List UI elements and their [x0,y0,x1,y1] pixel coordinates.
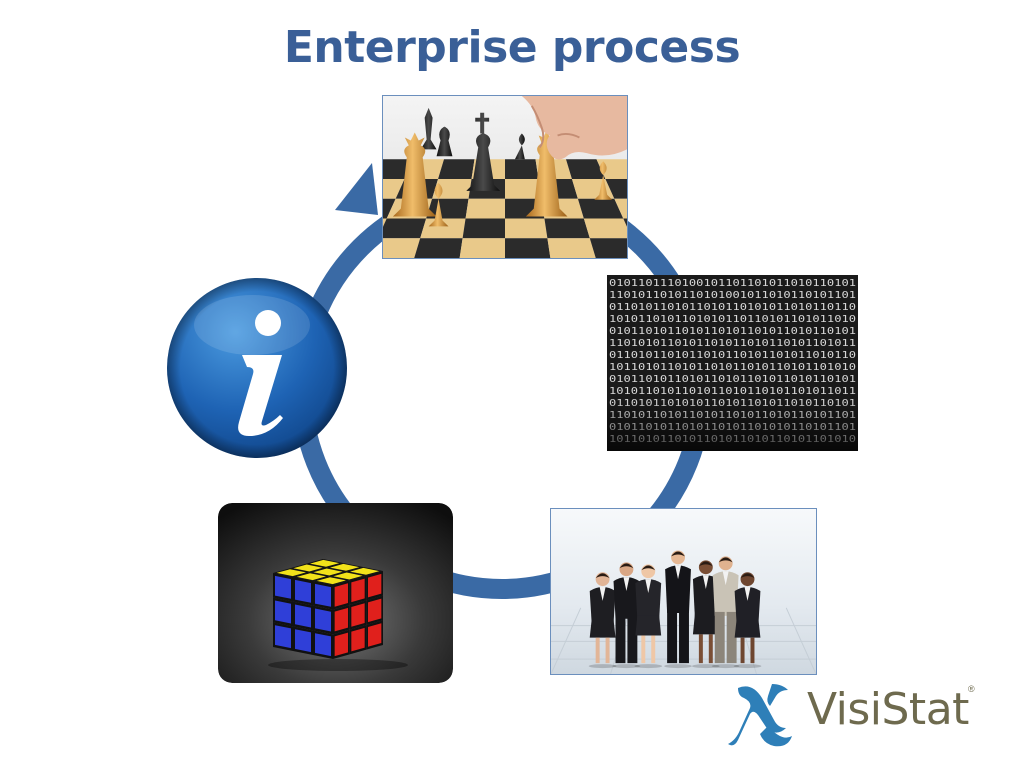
chess-square [505,178,542,199]
cube-sticker-blue [295,604,311,628]
cube-sticker-yellow [333,572,363,580]
chess-square [505,159,539,179]
team-member [733,572,762,669]
hand [521,96,627,160]
chess-square [383,198,396,219]
chess-square [420,218,466,239]
team-member [612,562,641,669]
cube-sticker-red [368,623,382,647]
team-member [664,550,692,669]
cube-sticker-yellow [316,577,346,585]
team-member [691,560,720,669]
cube-sticker-red [334,607,348,632]
cube-sticker-blue [275,625,291,649]
chess-square [614,198,627,219]
cube-sticker-blue [295,579,311,603]
cube-sticker-yellow [293,564,323,572]
cube-sticker-blue [315,633,331,657]
cube-shadow [268,659,408,671]
cube-sticker-red [334,632,348,657]
black-pieces [420,107,525,191]
brand-logo: VisiStat ® [728,680,978,756]
registered-mark: ® [968,684,975,694]
chess-square [623,218,627,227]
cube-sticker-yellow [310,559,340,567]
chess-square [566,159,606,179]
chess-square [383,178,405,199]
cube-sticker-red [351,627,365,652]
chess-square [505,238,551,258]
chess-square [383,218,387,227]
cube-sticker-yellow [296,573,326,581]
cube-sticker-yellow [276,569,306,577]
cube-sticker-red [368,573,382,598]
cube-sticker-blue [275,575,291,599]
chess-square [589,238,627,258]
wooden-pieces [392,129,613,227]
team-people [588,550,762,669]
cube-sticker-yellow [330,563,360,571]
team-member [588,572,617,669]
cube-sticker-blue [275,600,291,624]
chess-square [414,238,463,258]
chess-square [505,218,548,239]
chess-square [577,198,624,219]
cube-sticker-red [368,598,382,623]
team-member [634,564,663,669]
cube-sticker-red [351,603,365,627]
cube-sticker-yellow [350,567,380,575]
rubiks-cube-photo [218,503,453,683]
chess-square [544,218,590,239]
binary-code-photo: 0101101110100101101101011010110101110101… [607,275,858,451]
cube-sticker-blue [315,583,331,607]
chess-square [459,238,505,258]
team-member [711,556,740,669]
cube-sticker-blue [315,608,331,632]
slide-title: Enterprise process [283,22,741,73]
cycle-arrowhead [335,163,378,215]
chess-square [465,198,505,219]
chess-square [605,178,627,199]
info-icon [167,278,347,458]
cube-sticker-blue [295,629,311,653]
chess-square [583,218,627,239]
chess-square [547,238,596,258]
cube-sticker-yellow [313,568,343,576]
business-team-photo [550,508,817,675]
chess-board-photo [382,95,628,259]
brand-name: VisiStat [807,684,969,735]
chess-square [383,218,427,239]
chess-square [462,218,505,239]
cube-sticker-red [351,578,365,603]
chess-square [383,238,421,258]
chess-square [438,159,475,179]
brand-mark-icon [728,684,792,747]
cube-sticker-red [334,583,348,607]
